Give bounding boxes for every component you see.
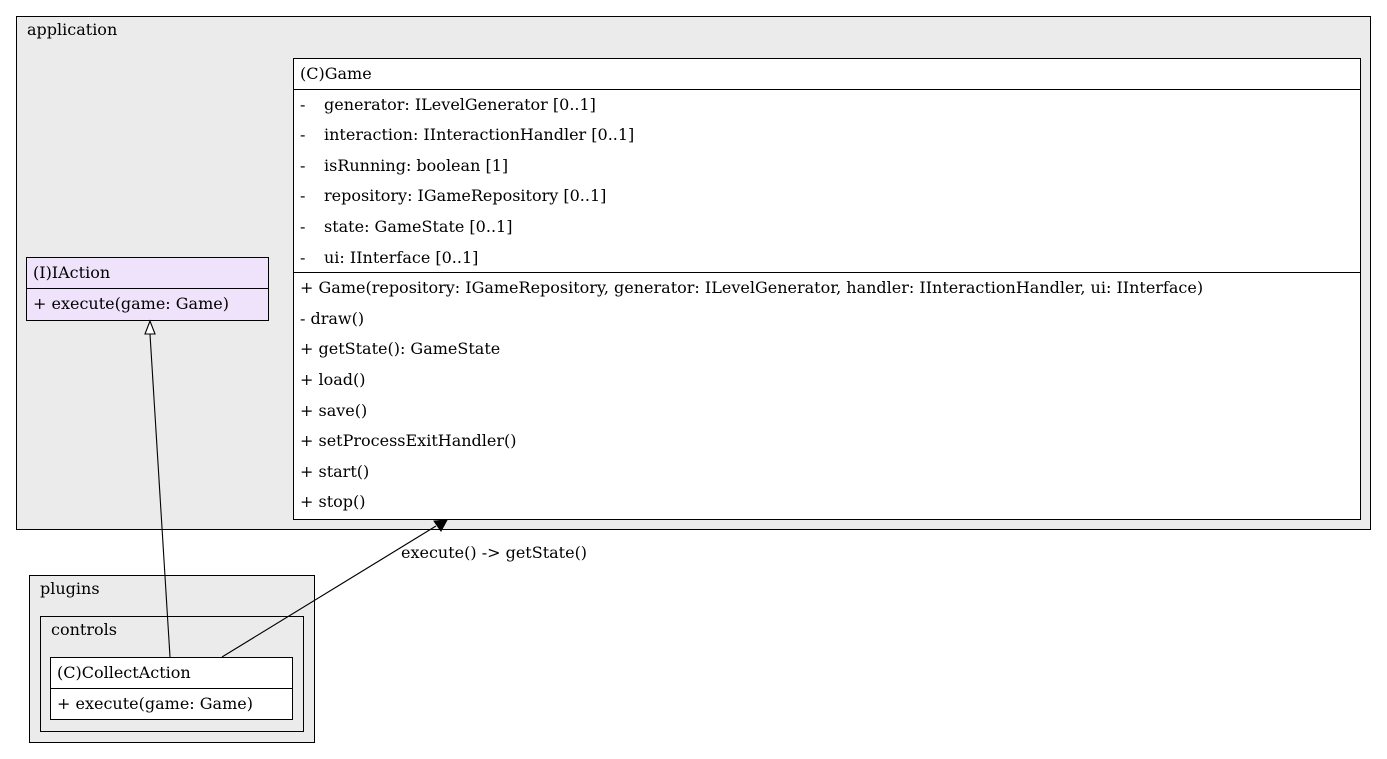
method-row-set-process-exit-handler: + setProcessExitHandler() [300, 431, 517, 451]
visibility-marker: - [300, 247, 306, 267]
method-row-start: + start() [300, 461, 370, 481]
hollow-triangle-arrowhead [144, 319, 156, 335]
package-label: controls [51, 620, 117, 639]
method-row-draw: - draw() [300, 308, 365, 328]
package-label: application [27, 20, 118, 39]
interface-iaction[interactable]: (I)IAction + execute(game: Game) [26, 257, 269, 321]
visibility-marker: - [300, 186, 306, 206]
visibility-marker: - [300, 216, 306, 236]
class-collect-action[interactable]: (C)CollectAction + execute(game: Game) [50, 657, 293, 720]
class-title: (C)Game [294, 59, 1360, 90]
method-row-save: + save() [300, 400, 368, 420]
visibility-marker: - [300, 94, 306, 114]
dependency-label: execute() -> getState() [401, 543, 588, 562]
class-game[interactable]: (C)Game -generator: ILevelGenerator [0..… [293, 58, 1361, 520]
filled-arrowhead [433, 519, 448, 532]
attribute-row: -generator: ILevelGenerator [0..1] [294, 90, 1360, 121]
visibility-marker: - [300, 155, 306, 175]
attribute-text: state: GameState [0..1] [324, 216, 513, 236]
dependency-edge[interactable] [221, 519, 448, 658]
method-row-execute: + execute(game: Game) [33, 293, 229, 313]
attribute-row: -isRunning: boolean [1] [294, 151, 1360, 182]
dependency-line [221, 525, 437, 658]
method-row-constructor: + Game(repository: IGameRepository, gene… [300, 278, 1204, 298]
method-row-load: + load() [300, 369, 366, 389]
method-row-execute: + execute(game: Game) [57, 693, 253, 713]
attribute-text: generator: ILevelGenerator [0..1] [324, 94, 596, 114]
attribute-text: interaction: IInteractionHandler [0..1] [324, 125, 635, 145]
class-title: (C)CollectAction [51, 658, 292, 689]
visibility-marker: - [300, 125, 306, 145]
realization-line [149, 333, 171, 658]
attribute-row: -ui: IInterface [0..1] [294, 243, 1360, 274]
attribute-text: ui: IInterface [0..1] [324, 247, 479, 267]
realization-edge[interactable] [144, 319, 171, 658]
class-title: (I)IAction [27, 258, 268, 289]
package-label: plugins [40, 579, 100, 598]
attribute-text: isRunning: boolean [1] [324, 155, 509, 175]
attribute-row: -state: GameState [0..1] [294, 212, 1360, 243]
method-row-get-state: + getState(): GameState [300, 339, 501, 359]
attribute-text: repository: IGameRepository [0..1] [324, 186, 607, 206]
attribute-row: -repository: IGameRepository [0..1] [294, 181, 1360, 212]
attribute-row: -interaction: IInteractionHandler [0..1] [294, 120, 1360, 151]
method-row-stop: + stop() [300, 492, 366, 512]
